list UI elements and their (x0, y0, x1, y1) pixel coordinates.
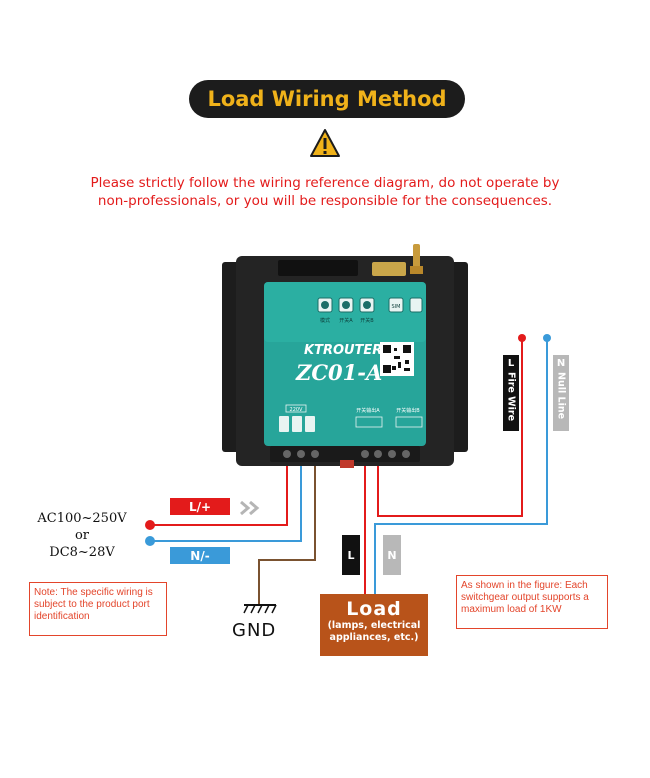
qr-code-icon (380, 342, 414, 376)
null-line-tag: N Null Line (553, 355, 569, 431)
ground-wire (258, 457, 316, 605)
note-right: As shown in the figure: Each switchgear … (456, 575, 608, 629)
device-top-connector (278, 260, 358, 276)
output-b-label: 开关输出B (396, 407, 420, 414)
note-left: Note: The specific wiring is subject to … (29, 582, 167, 636)
btn-label-mode: 模式 (320, 317, 330, 324)
gnd-label: GND (232, 620, 277, 641)
fire-wire-line (377, 338, 523, 517)
ground-symbol-icon (243, 604, 277, 614)
title-pill: Load Wiring Method (189, 80, 465, 118)
or-text: or (74, 528, 90, 543)
device-model: ZC01-A (295, 360, 382, 385)
terminal-block (270, 446, 420, 462)
supply-voltage-label: AC100~250V or DC8~28V (24, 510, 140, 561)
load-title: Load (346, 598, 402, 620)
device-zc01a: 模式 开关A 开关B SIM KTROUTER ZC01-A 220V 开关输出… (222, 244, 468, 468)
warning-line-1: Please strictly follow the wiring refere… (90, 175, 560, 191)
load-subtitle-2: appliances, etc.) (329, 632, 419, 643)
dc-range: DC8~28V (49, 545, 115, 560)
load-n-tag: N (383, 535, 401, 575)
ac-range: AC100~250V (37, 511, 127, 526)
live-tag: L/+ (170, 498, 230, 515)
supply-live-wire (150, 457, 288, 526)
warning-line-2: non-professionals, or you will be respon… (97, 193, 553, 209)
null-line-wire (374, 338, 548, 594)
null-line-text: Null Line (555, 372, 567, 420)
fire-wire-letter: L (507, 358, 515, 369)
warning-triangle-icon (310, 129, 340, 157)
null-line-letter: N (556, 358, 566, 369)
load-box: Load (lamps, electrical appliances, etc.… (320, 594, 428, 656)
null-line-dot (543, 334, 551, 342)
load-subtitle-1: (lamps, electrical (327, 620, 421, 631)
sim-label: SIM (392, 304, 401, 310)
output-a-label: 开关输出A (356, 407, 380, 414)
fire-wire-text: Fire Wire (505, 372, 517, 422)
supply-neutral-wire (150, 457, 302, 542)
antenna-icon (410, 244, 423, 274)
terminal-label-boxes (279, 416, 315, 432)
page-title: Load Wiring Method (207, 87, 447, 111)
supply-live-dot (145, 520, 155, 530)
load-l-tag: L (342, 535, 360, 575)
device-buttons (317, 297, 423, 313)
btn-label-b: 开关B (360, 317, 374, 324)
neutral-tag: N/- (170, 547, 230, 564)
fire-wire-dot (518, 334, 526, 342)
btn-label-a: 开关A (339, 317, 353, 324)
fire-wire-tag: L Fire Wire (503, 355, 519, 431)
double-chevron-right-icon (240, 500, 260, 516)
device-brand: KTROUTER (304, 343, 382, 358)
power-label: 220V (290, 407, 304, 413)
supply-neutral-dot (145, 536, 155, 546)
terminal-screws (283, 450, 410, 458)
